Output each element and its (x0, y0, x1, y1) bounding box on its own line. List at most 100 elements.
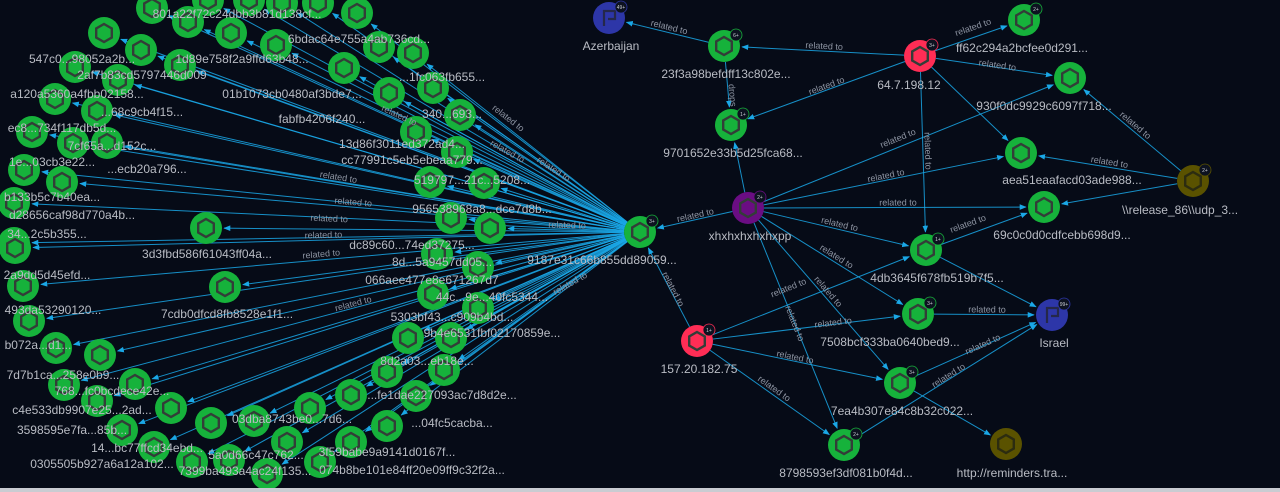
threat_actor-node-xhx[interactable]: 2+ (732, 190, 767, 224)
cluster-file-node[interactable] (421, 238, 453, 270)
cluster-file-node[interactable] (435, 202, 467, 234)
ip-node-ip157[interactable]: 1+ (681, 323, 716, 357)
cluster-file-node[interactable] (371, 410, 403, 442)
edge-ip64-n9701 (747, 61, 906, 120)
cluster-file-node[interactable] (441, 136, 473, 168)
cluster-file-node[interactable] (172, 6, 204, 38)
cluster-file-node[interactable] (7, 270, 39, 302)
cluster-file-node[interactable] (400, 116, 432, 148)
cluster-file-node[interactable] (138, 431, 170, 463)
cluster-edge (134, 84, 625, 229)
node-circle (81, 95, 113, 127)
cluster-file-node[interactable] (81, 385, 113, 417)
hexagon-icon (380, 82, 398, 104)
cluster-file-node[interactable] (40, 332, 72, 364)
url-node-release[interactable]: 2+ (1177, 163, 1212, 197)
file-node-n69c0[interactable] (1028, 191, 1060, 223)
cluster-file-node[interactable] (16, 116, 48, 148)
cluster-file-node[interactable] (462, 251, 494, 283)
cluster-file-node[interactable] (88, 17, 120, 49)
cluster-file-node[interactable] (392, 322, 424, 354)
cluster-file-node[interactable] (209, 271, 241, 303)
cluster-edge (151, 236, 625, 380)
file-node-n4db3[interactable]: 1+ (910, 232, 945, 266)
cluster-file-node[interactable] (417, 278, 449, 310)
cluster-file-node[interactable] (195, 407, 227, 439)
cluster-file-node[interactable] (238, 405, 270, 437)
bottom-scrollbar[interactable] (0, 488, 1280, 492)
cluster-file-node[interactable] (81, 95, 113, 127)
flag-icon (1045, 306, 1060, 323)
cluster-file-node[interactable] (8, 154, 40, 186)
cluster-file-node[interactable] (363, 31, 395, 63)
file-node-aea5[interactable] (1005, 137, 1037, 169)
cluster-file-node[interactable] (328, 52, 360, 84)
cluster-nodes-layer (0, 0, 506, 490)
cluster-file-node[interactable] (414, 166, 446, 198)
node-circle (271, 426, 303, 458)
cluster-file-node[interactable] (213, 444, 245, 476)
country-node-israel[interactable]: 99+ (1036, 297, 1071, 331)
cluster-file-node[interactable] (39, 83, 71, 115)
cluster-file-node[interactable] (435, 322, 467, 354)
cluster-file-node[interactable] (0, 232, 31, 264)
node-circle (990, 428, 1022, 460)
cluster-file-node[interactable] (462, 292, 494, 324)
cluster-file-node[interactable] (266, 0, 298, 19)
cluster-file-node[interactable] (48, 369, 80, 401)
cluster-file-node[interactable] (176, 446, 208, 478)
file-node-n7508[interactable]: 3+ (902, 296, 937, 330)
cluster-file-node[interactable] (271, 426, 303, 458)
cluster-file-node[interactable] (190, 212, 222, 244)
cluster-file-node[interactable] (417, 72, 449, 104)
cluster-file-node[interactable] (397, 37, 429, 69)
file-node-n8798[interactable]: 2+ (828, 427, 863, 461)
cluster-file-node[interactable] (400, 380, 432, 412)
cluster-file-node[interactable] (294, 392, 326, 424)
cluster-file-node[interactable] (373, 77, 405, 109)
cluster-file-node[interactable] (233, 0, 265, 16)
file-node-n23f3[interactable]: 6+ (708, 28, 743, 62)
cluster-file-node[interactable] (46, 166, 78, 198)
ip-node-ip64[interactable]: 3+ (904, 38, 939, 72)
cluster-file-node[interactable] (106, 414, 138, 446)
file-node-n7ea4[interactable]: 3+ (884, 365, 919, 399)
cluster-file-node[interactable] (474, 212, 506, 244)
cluster-file-node[interactable] (192, 0, 224, 16)
cluster-file-node[interactable] (444, 99, 476, 131)
cluster-file-node[interactable] (251, 458, 283, 490)
hexagon-icon (91, 344, 109, 366)
cluster-file-node[interactable] (0, 187, 30, 219)
file-node-ff62[interactable]: 2+ (1008, 2, 1043, 36)
cluster-file-node[interactable] (304, 446, 336, 478)
cluster-file-node[interactable] (119, 368, 151, 400)
file-node-n9701[interactable]: 1+ (715, 107, 750, 141)
cluster-file-node[interactable] (102, 64, 134, 96)
cluster-file-node[interactable] (59, 51, 91, 83)
cluster-file-node[interactable] (13, 305, 45, 337)
cluster-file-node[interactable] (155, 392, 187, 424)
url-node-reminders[interactable] (990, 428, 1022, 460)
cluster-file-node[interactable] (335, 379, 367, 411)
cluster-file-node[interactable] (335, 426, 367, 458)
cluster-file-node[interactable] (136, 0, 168, 24)
cluster-file-node[interactable] (125, 34, 157, 66)
cluster-file-node[interactable] (91, 127, 123, 159)
cluster-file-node[interactable] (428, 354, 460, 386)
cluster-file-node[interactable] (164, 49, 196, 81)
file-node-hub[interactable]: 3+ (624, 214, 659, 248)
edge-label: related to (949, 213, 988, 235)
cluster-file-node[interactable] (215, 17, 247, 49)
cluster-file-node[interactable] (57, 127, 89, 159)
cluster-file-node[interactable] (468, 167, 500, 199)
cluster-file-node[interactable] (371, 356, 403, 388)
cluster-file-node[interactable] (260, 29, 292, 61)
country-node-azerbaijan[interactable]: 49+ (593, 0, 628, 34)
hexagon-icon (88, 390, 106, 412)
cluster-file-node[interactable] (302, 0, 334, 19)
file-node-n930[interactable] (1054, 62, 1086, 94)
cluster-file-node[interactable] (84, 339, 116, 371)
cluster-file-node[interactable] (341, 0, 373, 29)
